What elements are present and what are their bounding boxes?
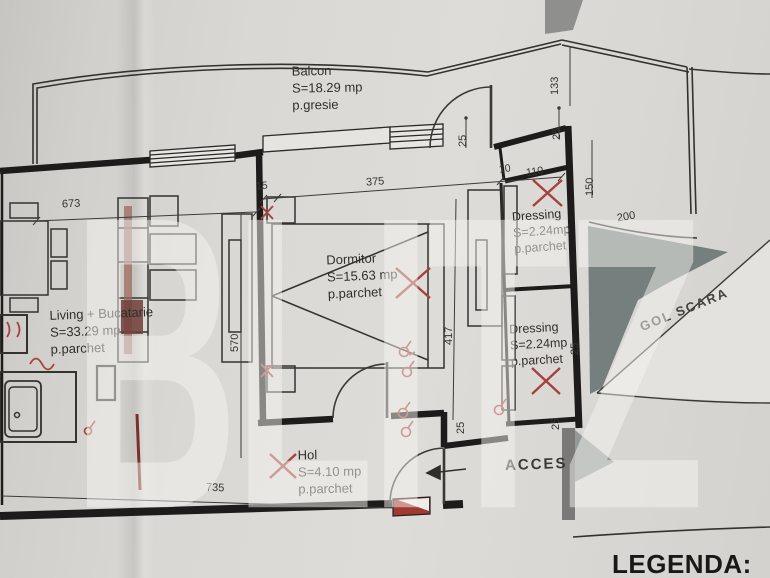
living-window	[149, 144, 236, 168]
kitchen-counter	[0, 314, 77, 443]
wardrobe	[467, 189, 503, 327]
dim-133: 133	[549, 76, 561, 95]
room-area: S=15.63 mp	[326, 266, 398, 285]
room-area: S=4.10 mp	[297, 463, 362, 480]
room-name: Living + Bucatarie	[49, 304, 154, 323]
dim-25-landing: 25	[550, 417, 562, 430]
dim-110: 110	[525, 164, 545, 180]
legenda-title: LEGENDA:	[612, 549, 752, 578]
dressing-shelf	[501, 365, 516, 411]
stair-void	[596, 239, 770, 404]
windows	[149, 123, 444, 168]
balcony-door	[429, 85, 493, 149]
dim-735: 735	[205, 481, 225, 495]
wall-unit	[117, 197, 149, 363]
entrance-threshold	[392, 496, 431, 517]
armchairs	[149, 195, 197, 301]
room-floor: p.parchet	[298, 480, 353, 497]
bedroom-door	[332, 362, 389, 419]
shadow-regions	[545, 0, 728, 520]
dim-25-hol: 25	[455, 421, 467, 434]
room-label-dressing-2: Dressing S=2.24mp p.parchet	[509, 319, 569, 370]
dim-10: 10	[498, 162, 512, 176]
room-floor: p.gresie	[292, 96, 339, 113]
balcony-railing	[32, 39, 770, 538]
bedroom-window-sill	[262, 126, 391, 153]
room-label-dressing-1: Dressing S=2.24mp p.parchet	[511, 205, 572, 257]
room-label-hol: Hol S=4.10 mp p.parchet	[298, 445, 362, 497]
dressing-shelf	[503, 185, 518, 275]
acces-label: ACCES	[504, 454, 568, 475]
room-floor: p.parchet	[327, 284, 383, 302]
room-name: Hol	[297, 447, 318, 463]
room-floor: p.parchet	[510, 351, 564, 369]
bedroom-window	[389, 123, 444, 150]
room-label-dormitor: Dormitor S=15.63 mp p.parchet	[326, 248, 399, 302]
dim-673: 673	[61, 197, 81, 211]
access-arrow	[425, 464, 467, 481]
dim-150: 150	[584, 177, 596, 196]
dim-25-dressing: 25	[569, 342, 581, 355]
dim-25-top-right: 25	[551, 127, 563, 140]
dining-set	[0, 202, 68, 313]
doors	[332, 85, 493, 504]
entrance-door	[389, 447, 446, 504]
dim-570: 570	[229, 333, 241, 352]
dressing-shelf	[501, 295, 516, 361]
dim-25-balcony-door: 25	[457, 134, 469, 147]
room-area: S=18.29 mp	[291, 79, 363, 96]
nightstand	[266, 196, 296, 224]
dim-15: 15	[255, 179, 269, 193]
dimension-lines	[1, 46, 593, 509]
room-name: Balcon	[291, 62, 332, 79]
room-label-balcon: Balcon S=18.29 mp p.gresie	[292, 61, 363, 113]
socket-symbols	[83, 340, 507, 438]
room-floor: p.parchet	[50, 339, 106, 357]
small-cabinet	[95, 364, 117, 402]
dim-375: 375	[365, 175, 385, 189]
room-label-living: Living + Bucatarie S=33.29 mp p.parchet	[49, 303, 154, 358]
dim-417: 417	[443, 326, 455, 345]
red-annotations	[6, 179, 563, 517]
nightstand	[266, 365, 296, 393]
